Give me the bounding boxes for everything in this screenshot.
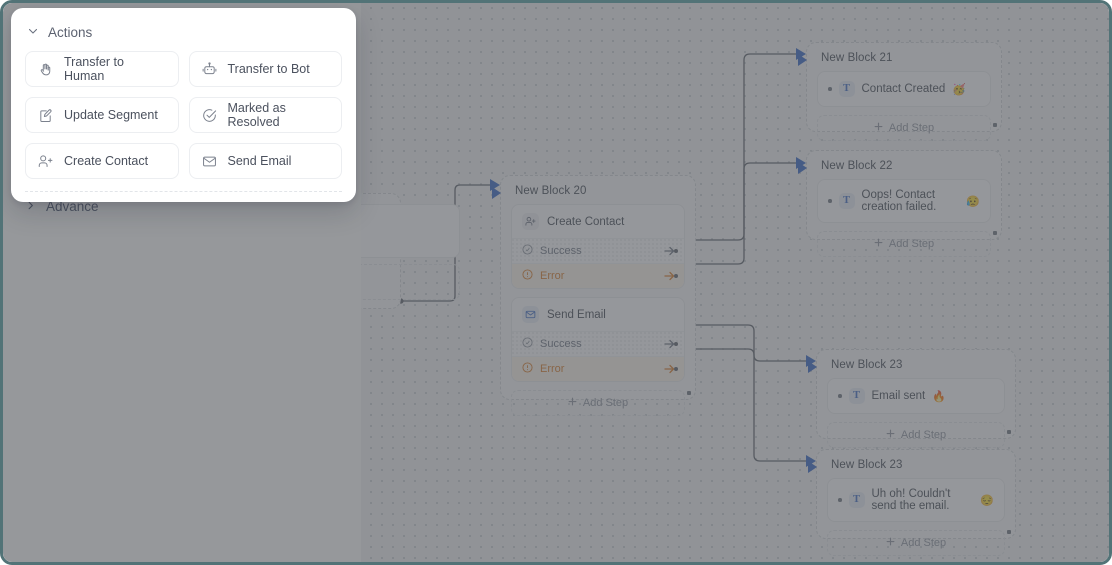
action-transfer-to-human[interactable]: Transfer to Human <box>25 51 179 87</box>
advance-label: Advance <box>46 199 99 214</box>
action-label: Update Segment <box>64 108 158 122</box>
panel-divider <box>25 191 342 192</box>
action-transfer-to-bot[interactable]: Transfer to Bot <box>188 51 342 87</box>
actions-title: Actions <box>48 25 93 40</box>
envelope-icon <box>202 154 217 169</box>
chevron-down-icon <box>27 25 39 40</box>
action-label: Marked as Resolved <box>227 101 286 129</box>
action-label: Transfer to Bot <box>227 62 310 76</box>
action-marked-as-resolved[interactable]: Marked as Resolved <box>188 97 342 133</box>
actions-panel: Actions Transfer to Human Transfer to Bo… <box>11 8 356 202</box>
actions-section-toggle[interactable]: Actions <box>11 8 356 51</box>
hand-icon <box>38 62 53 77</box>
action-update-segment[interactable]: Update Segment <box>25 97 179 133</box>
edit-document-icon <box>38 108 53 123</box>
user-plus-icon <box>38 154 53 169</box>
action-label: Transfer to Human <box>64 55 124 83</box>
action-label: Create Contact <box>64 154 149 168</box>
action-send-email[interactable]: Send Email <box>188 143 342 179</box>
actions-grid: Transfer to Human Transfer to Bot Update… <box>11 51 356 191</box>
action-label: Send Email <box>227 154 292 168</box>
advance-section-toggle[interactable]: Advance <box>25 199 99 214</box>
check-circle-icon <box>202 108 217 123</box>
action-create-contact[interactable]: Create Contact <box>25 143 179 179</box>
chevron-right-icon <box>25 199 36 214</box>
robot-icon <box>202 61 217 77</box>
